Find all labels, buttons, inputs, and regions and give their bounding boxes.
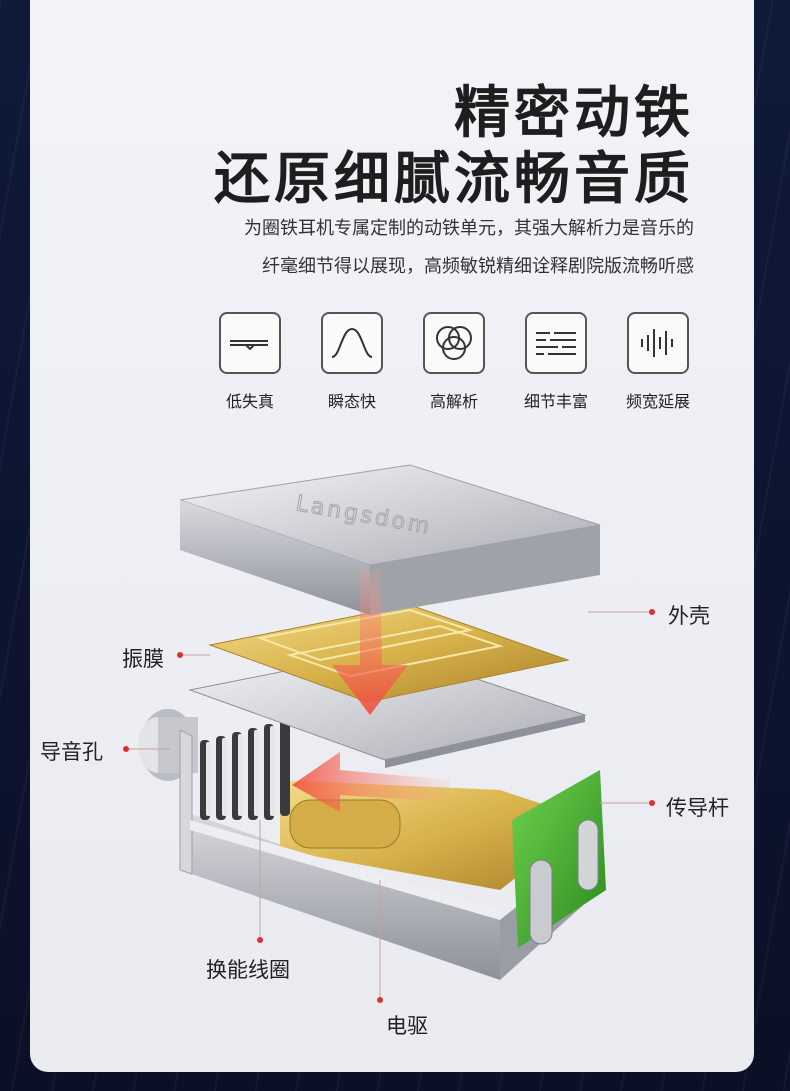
callout-rod: 传导杆 [666, 796, 729, 820]
feature-low-distortion: 低失真 [214, 312, 286, 412]
callout-shell: 外壳 [668, 604, 710, 628]
description-line-1: 为圈铁耳机专属定制的动铁单元，其强大解析力是音乐的 [244, 218, 694, 239]
feature-label: 细节丰富 [523, 392, 588, 411]
transient-wave-icon [321, 312, 383, 374]
callout-coil: 换能线圈 [206, 958, 290, 982]
feature-high-resolution: 高解析 [418, 312, 490, 412]
product-card: 精密动铁 还原细腻流畅音质 为圈铁耳机专属定制的动铁单元，其强大解析力是音乐的 … [30, 0, 754, 1072]
headline-line-2: 还原细腻流畅音质 [214, 147, 694, 212]
description-line-2: 纤毫细节得以展现，高频敏锐精细诠释剧院版流畅听感 [262, 256, 694, 277]
callout-armature: 电驱 [386, 1014, 428, 1038]
feature-label: 瞬态快 [327, 392, 376, 411]
feature-label: 频宽延展 [625, 392, 690, 411]
callout-sound-hole: 导音孔 [40, 740, 103, 764]
feature-bandwidth-extension: 频宽延展 [622, 312, 694, 412]
feature-label: 高解析 [429, 392, 478, 411]
headline-line-1: 精密动铁 [454, 81, 694, 146]
callout-diaphragm: 振膜 [122, 647, 164, 671]
detail-lines-icon [525, 312, 587, 374]
feature-list: 低失真 瞬态快 高解析 细节丰富 频宽延展 [214, 312, 694, 412]
feature-label: 低失真 [225, 392, 274, 411]
feature-rich-detail: 细节丰富 [520, 312, 592, 412]
overlap-circles-icon [423, 312, 485, 374]
feature-fast-transient: 瞬态快 [316, 312, 388, 412]
low-distortion-icon [219, 312, 281, 374]
driver-exploded-illustration: Langsdom [123, 464, 655, 1003]
frequency-bars-icon [627, 312, 689, 374]
